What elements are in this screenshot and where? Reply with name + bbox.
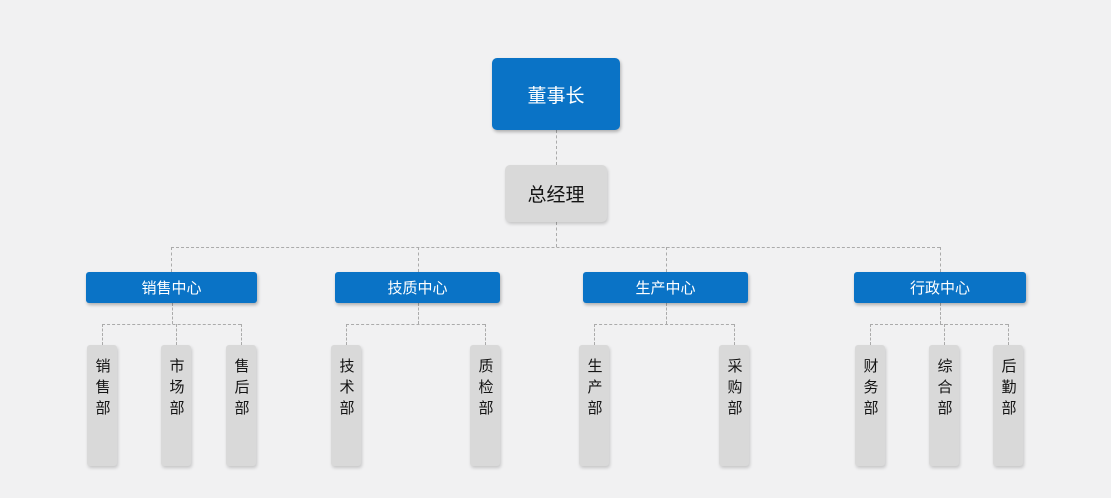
node-dept-logistics-label: 后勤部 bbox=[999, 358, 1017, 421]
node-dept-production[interactable]: 生产部 bbox=[579, 345, 609, 466]
node-dept-quality-inspection[interactable]: 质检部 bbox=[470, 345, 500, 466]
node-center-sales[interactable]: 销售中心 bbox=[86, 272, 257, 303]
node-dept-finance-label: 财务部 bbox=[861, 358, 879, 421]
node-dept-aftersales[interactable]: 售后部 bbox=[226, 345, 256, 466]
node-dept-sales-label: 销售部 bbox=[93, 358, 111, 421]
node-chairman-label: 董事长 bbox=[527, 85, 585, 107]
node-dept-marketing-label: 市场部 bbox=[167, 358, 185, 421]
node-chairman[interactable]: 董事长 bbox=[492, 58, 620, 130]
connector-rail-group-3 bbox=[870, 324, 1008, 325]
connector-drop-dept-2-1 bbox=[734, 324, 735, 345]
node-center-tech-quality-label: 技质中心 bbox=[387, 280, 448, 297]
connector-drop-center-0 bbox=[171, 247, 172, 272]
node-center-admin-label: 行政中心 bbox=[909, 280, 970, 297]
node-center-admin[interactable]: 行政中心 bbox=[854, 272, 1026, 303]
connector-drop-dept-0-1 bbox=[176, 324, 177, 345]
connector-stem-center-1 bbox=[417, 303, 419, 324]
connector-main-rail bbox=[171, 247, 940, 248]
node-dept-quality-inspection-label: 质检部 bbox=[476, 358, 494, 421]
node-dept-sales[interactable]: 销售部 bbox=[87, 345, 117, 466]
connector-rail-group-1 bbox=[346, 324, 485, 325]
node-dept-production-label: 生产部 bbox=[585, 358, 603, 421]
connector-drop-center-2 bbox=[665, 247, 667, 272]
connector-rail-group-0 bbox=[102, 324, 241, 325]
connector-drop-dept-0-2 bbox=[241, 324, 242, 345]
node-dept-logistics[interactable]: 后勤部 bbox=[993, 345, 1023, 466]
connector-drop-dept-0-0 bbox=[102, 324, 103, 345]
node-dept-technology-label: 技术部 bbox=[337, 358, 355, 421]
node-dept-finance[interactable]: 财务部 bbox=[855, 345, 885, 466]
node-center-tech-quality[interactable]: 技质中心 bbox=[335, 272, 500, 303]
connector-chairman-gm bbox=[555, 130, 557, 165]
connector-drop-dept-3-2 bbox=[1008, 324, 1009, 345]
node-dept-technology[interactable]: 技术部 bbox=[331, 345, 361, 466]
connector-drop-center-3 bbox=[940, 247, 941, 272]
connector-drop-dept-3-0 bbox=[870, 324, 871, 345]
connector-drop-dept-1-0 bbox=[346, 324, 347, 345]
node-dept-purchasing-label: 采购部 bbox=[725, 358, 743, 421]
node-dept-purchasing[interactable]: 采购部 bbox=[719, 345, 749, 466]
node-general-manager-label: 总经理 bbox=[527, 185, 585, 206]
node-center-sales-label: 销售中心 bbox=[141, 280, 202, 297]
node-dept-aftersales-label: 售后部 bbox=[232, 358, 250, 421]
connector-stem-center-2 bbox=[665, 303, 667, 324]
connector-drop-dept-3-1 bbox=[944, 324, 945, 345]
node-dept-general-affairs-label: 综合部 bbox=[935, 358, 953, 421]
node-general-manager[interactable]: 总经理 bbox=[505, 165, 607, 222]
connector-drop-dept-1-1 bbox=[485, 324, 486, 345]
connector-drop-dept-2-0 bbox=[594, 324, 595, 345]
connector-drop-center-1 bbox=[417, 247, 419, 272]
connector-stem-center-0 bbox=[171, 303, 173, 324]
node-dept-general-affairs[interactable]: 综合部 bbox=[929, 345, 959, 466]
node-center-production-label: 生产中心 bbox=[635, 280, 696, 297]
connector-stem-center-3 bbox=[940, 303, 941, 324]
node-dept-marketing[interactable]: 市场部 bbox=[161, 345, 191, 466]
connector-rail-group-2 bbox=[594, 324, 734, 325]
connector-gm-stem bbox=[555, 222, 557, 247]
node-center-production[interactable]: 生产中心 bbox=[583, 272, 748, 303]
